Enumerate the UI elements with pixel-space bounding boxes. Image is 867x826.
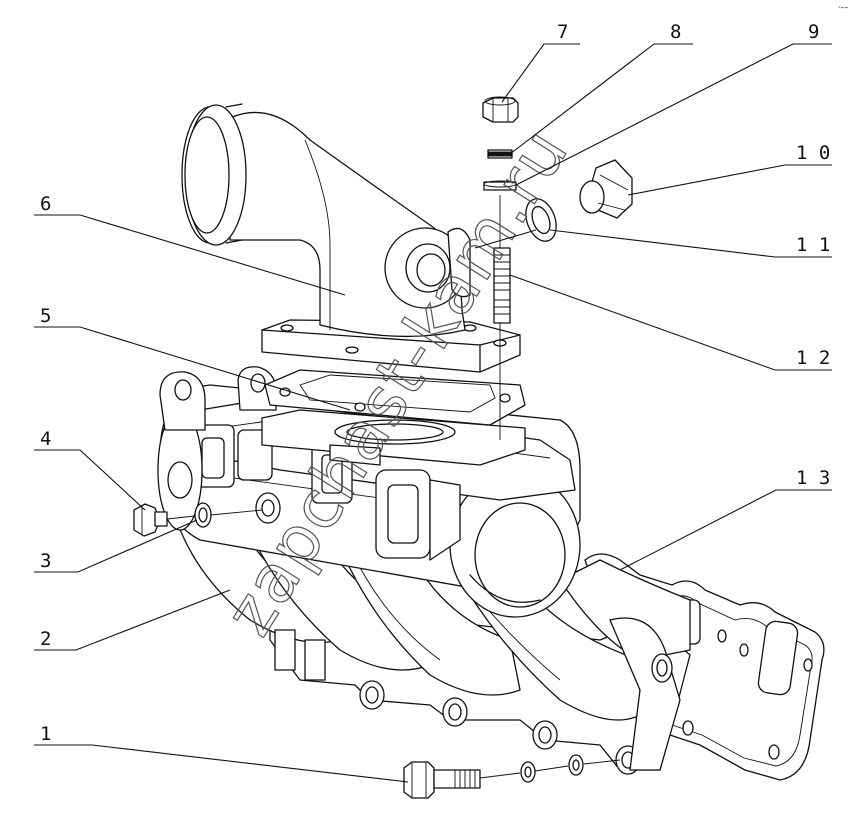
callout-12: 1 2 xyxy=(796,347,830,369)
part-6-elbow-pipe xyxy=(181,103,521,373)
callout-6: 6 xyxy=(40,193,51,215)
callout-7: 7 xyxy=(557,21,568,43)
leader-lines xyxy=(34,43,832,783)
callout-11: 1 1 xyxy=(796,234,830,256)
part-10-plug xyxy=(579,159,633,219)
callout-4: 4 xyxy=(40,428,51,450)
part-4-plug xyxy=(133,503,168,537)
part-5-gasket xyxy=(264,369,526,426)
callout-10: 1 0 xyxy=(796,142,830,164)
part-3-washer xyxy=(194,502,212,528)
part-1-bolt xyxy=(403,754,584,799)
callout-8: 8 xyxy=(670,21,681,43)
callout-labels: 1 2 3 4 5 6 7 8 9 1 0 1 1 1 2 1 3 xyxy=(40,21,830,745)
part-7-nut xyxy=(482,96,519,123)
corner-mark: ·–– xyxy=(838,3,849,12)
callout-9: 9 xyxy=(808,21,819,43)
part-9-washer xyxy=(483,180,517,191)
callout-2: 2 xyxy=(40,628,51,650)
callout-3: 3 xyxy=(40,550,51,572)
manifold-turbo-flange xyxy=(261,409,526,466)
part-8-washer xyxy=(487,149,513,159)
callout-1: 1 xyxy=(40,723,51,745)
part-12-stud xyxy=(493,247,511,324)
callout-13: 1 3 xyxy=(796,467,830,489)
callout-5: 5 xyxy=(40,305,51,327)
